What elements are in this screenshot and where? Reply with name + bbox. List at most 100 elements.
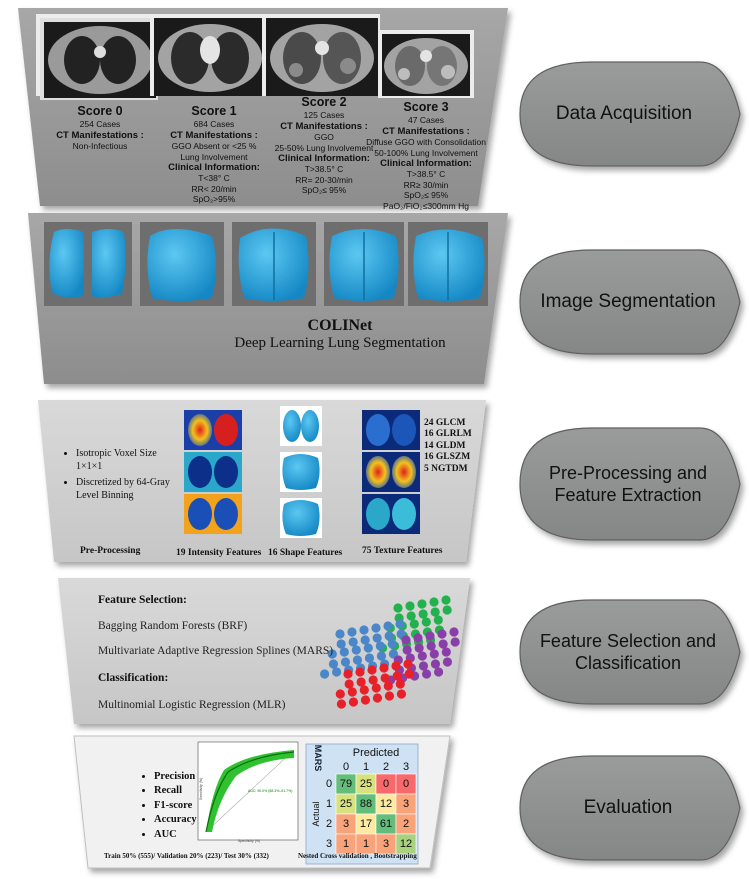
cluster-dot [383, 681, 393, 691]
ct-scan-score0 [36, 14, 158, 100]
cluster-dot [384, 631, 394, 641]
cluster-dot [383, 621, 393, 631]
class-cluster-dots [320, 595, 460, 709]
label-texture-features: 75 Texture Features [362, 546, 443, 556]
cluster-dot [421, 617, 431, 627]
cluster-dot [395, 619, 405, 629]
cluster-dot [396, 689, 407, 699]
cluster-dot [348, 637, 358, 647]
stage-pill-segmentation [519, 249, 741, 355]
metric-item: Accuracy [154, 813, 197, 827]
cluster-dot [348, 697, 359, 707]
cluster-dot [441, 647, 451, 657]
cluster-dot [336, 639, 346, 649]
label-pre-processing: Pre-Processing [80, 546, 141, 556]
metric-item: AUC [154, 828, 197, 842]
segmentation-title: COLINet [307, 317, 373, 334]
label-intensity-features: 19 Intensity Features [176, 548, 262, 558]
cluster-dot [442, 605, 452, 615]
clinical-line: PaO₂/FiO₂≤300mm Hg [383, 200, 469, 211]
cluster-dot [371, 683, 381, 693]
clinical-line: RR= 20-30/min [295, 174, 353, 185]
roc-ylabel: Sensitivity (%) [199, 778, 203, 800]
cluster-dot [340, 657, 351, 667]
data-split-text: Train 50% (555)/ Validation 20% (223)/ T… [104, 852, 269, 860]
cm-row-header: 0 [325, 778, 333, 790]
cluster-dot [418, 609, 428, 619]
clinical-line: T<38° C [198, 173, 230, 184]
score-title: Score 3 [403, 100, 449, 114]
stage-label-preprocessing: Pre-Processing and Feature Extraction [548, 462, 708, 506]
cluster-dot [375, 641, 385, 651]
cluster-dot [417, 599, 427, 609]
stage-pill-preprocessing [519, 427, 741, 541]
validation-text: Nested Cross validation , Bootstrapping [298, 852, 417, 860]
cluster-dot [403, 659, 413, 669]
cm-cell-value: 3 [402, 798, 410, 810]
cluster-dot [387, 639, 397, 649]
label-shape-features: 16 Shape Features [268, 548, 343, 558]
ct-heading: CT Manifestations : [170, 129, 258, 141]
cluster-dot [402, 645, 412, 655]
cluster-dot [422, 669, 432, 679]
cm-cell-value: 17 [359, 818, 373, 830]
cluster-dot [320, 669, 330, 679]
cm-predicted-label: Predicted [352, 747, 400, 759]
cluster-dot [355, 667, 365, 677]
score-0-description: Score 0 254 Cases CT Manifestations : No… [20, 104, 180, 152]
clinical-line: SpO₂≤ 95% [301, 185, 347, 196]
cluster-dot [379, 663, 389, 673]
cluster-dot [335, 689, 345, 699]
score-title: Score 0 [77, 104, 123, 118]
preprocessing-bullets: Isotropic Voxel Size 1×1×1 Discretized b… [62, 448, 174, 506]
cluster-dot [437, 629, 447, 639]
cluster-dot [347, 627, 357, 637]
cluster-dot [405, 601, 415, 611]
clinical-line: SpO₂≤ 95% [403, 190, 449, 201]
metric-item: Precision [154, 770, 197, 784]
preprocessing-bullet: Discretized by 64-Gray Level Binning [76, 477, 174, 502]
cm-cell-value: 1 [342, 838, 350, 850]
cluster-dot [360, 635, 370, 645]
texture-item: 16 GLSZM [424, 452, 471, 463]
cluster-dot [418, 661, 429, 671]
score-cases: 125 Cases [303, 110, 345, 121]
feature-selection-heading: Feature Selection: [98, 594, 187, 606]
stage-pill-selection [519, 599, 741, 705]
lung-renders [44, 222, 488, 306]
cm-col-header: 0 [342, 761, 350, 773]
cluster-dot [449, 627, 459, 637]
cluster-dot [363, 643, 373, 653]
cluster-dot [351, 645, 361, 655]
cm-cell-value: 61 [379, 818, 393, 830]
method-mars: Multivariate Adaptive Regression Splines… [98, 645, 334, 657]
cm-cell-value: 25 [339, 798, 353, 810]
cluster-dot [347, 687, 357, 697]
cluster-dot [359, 685, 369, 695]
ct-line: GGO Absent or <25 % [171, 141, 257, 152]
stage-pill-evaluation [519, 755, 741, 861]
cluster-dot [343, 669, 353, 679]
cluster-dot [368, 675, 378, 685]
ct-line: 50-100% Lung Involvement [374, 147, 478, 158]
cm-cell-value: 79 [339, 778, 353, 790]
cluster-dot [430, 659, 441, 669]
method-brf: Bagging Random Forests (BRF) [98, 620, 248, 632]
ct-scan-score1 [150, 14, 268, 96]
texture-feature-list: 24 GLCM 16 GLRLM 14 GLDM 16 GLSZM 5 NGTD… [424, 418, 472, 475]
classifier-mlr: Multinomial Logistic Regression (MLR) [98, 699, 286, 711]
clinical-line: T>38.5° C [406, 169, 446, 180]
cluster-dot [344, 679, 354, 689]
cluster-dot [430, 607, 440, 617]
cm-row-header: 3 [325, 838, 333, 850]
cluster-dot [372, 633, 382, 643]
ct-line: GGO [314, 132, 334, 143]
clinical-line: SpO₂>95% [192, 194, 236, 205]
confusion-matrix-cells [335, 773, 417, 855]
cluster-dot [450, 637, 460, 647]
cm-cell-value: 88 [359, 798, 373, 810]
cluster-dot [438, 639, 448, 649]
cluster-dot [393, 603, 403, 613]
ct-line: Non-Infectious [72, 141, 128, 152]
